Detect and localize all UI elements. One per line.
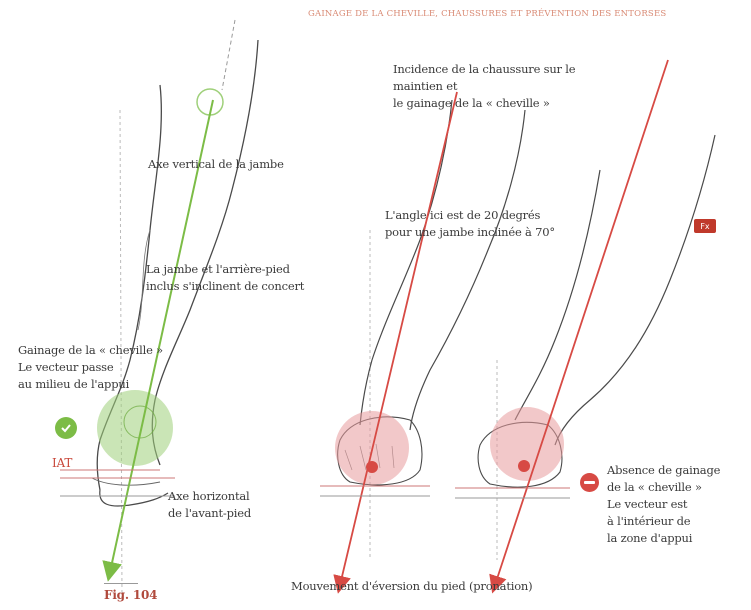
label-mouvement: Mouvement d'éversion du pied (pronation) bbox=[291, 578, 532, 595]
figure-number: Fig. 104 bbox=[104, 587, 157, 604]
left-foot-outline bbox=[100, 490, 168, 506]
middle-leg-vector-arrow bbox=[340, 92, 457, 585]
left-foot-arch bbox=[92, 478, 160, 485]
fx-badge: Fx bbox=[694, 219, 716, 233]
label-jambe-arriere-pied: La jambe et l'arrière-pied inclus s'incl… bbox=[146, 261, 304, 295]
check-icon bbox=[55, 417, 77, 439]
right-contact-point bbox=[518, 460, 530, 472]
label-axe-horizontal: Axe horizontal de l'avant-pied bbox=[168, 488, 251, 522]
middle-leg-outline-back bbox=[360, 100, 452, 425]
page-header: GAINAGE DE LA CHEVILLE, CHAUSSURES ET PR… bbox=[308, 9, 666, 19]
label-incidence: Incidence de la chaussure sur le maintie… bbox=[393, 61, 575, 112]
label-angle: L'angle ici est de 20 degrés pour une ja… bbox=[385, 207, 555, 241]
left-leg-outline-front bbox=[152, 40, 258, 465]
label-axe-vertical: Axe vertical de la jambe bbox=[148, 156, 284, 173]
right-leg-outline-front bbox=[555, 135, 715, 445]
label-iat: IAT bbox=[52, 455, 72, 472]
label-absence-gainage: Absence de gainage de la « cheville » Le… bbox=[607, 462, 720, 547]
middle-leg-figure bbox=[320, 92, 525, 585]
fig-underline bbox=[104, 583, 138, 584]
no-entry-icon bbox=[580, 473, 599, 492]
left-leg-axis-dashed bbox=[222, 20, 235, 90]
label-gainage-cheville: Gainage de la « cheville » Le vecteur pa… bbox=[18, 342, 163, 393]
middle-leg-outline-front bbox=[410, 110, 525, 430]
